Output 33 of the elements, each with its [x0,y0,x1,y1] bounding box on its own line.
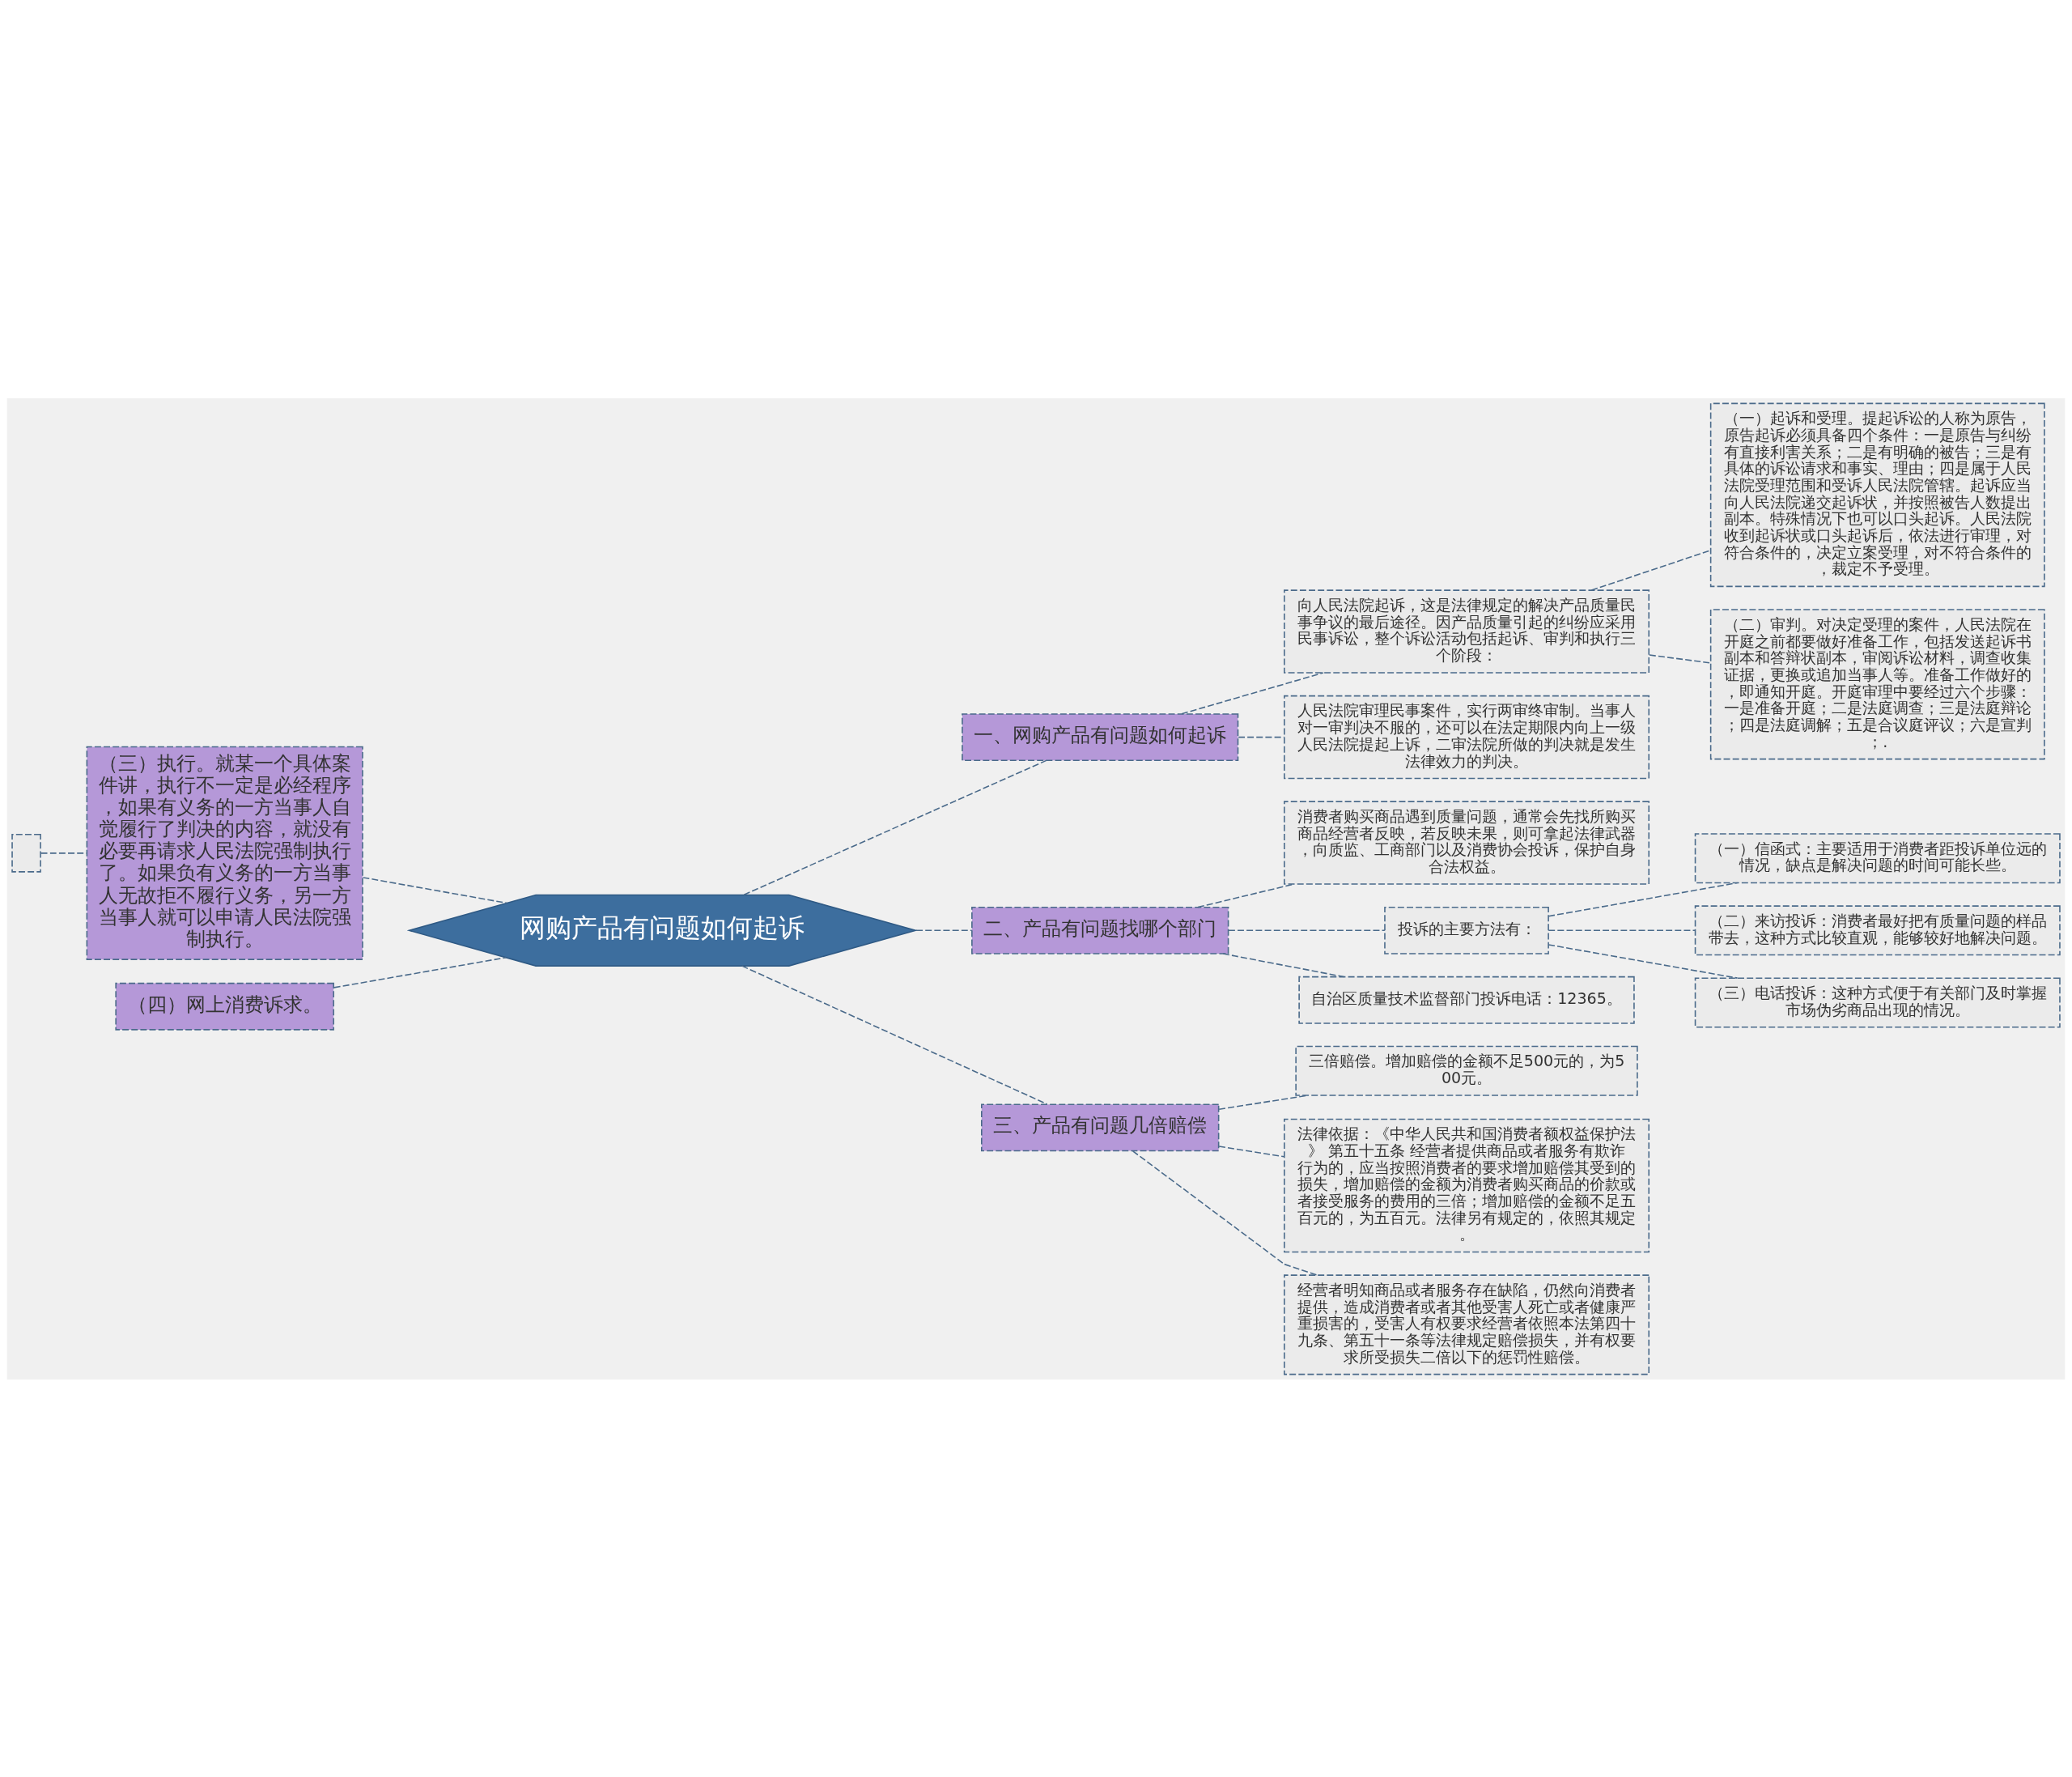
connector [1181,671,1324,715]
node-box: 消费者购买商品遇到质量问题，通常会先找所购买商品经营者反映，若反映未果，则可拿起法律武器，向质监、工商部门以及消费协会投诉，保护自身合法权益。 [1284,800,1650,885]
node-box: 一、网购产品有问题如何起诉 [962,712,1239,761]
node-box: （二）来访投诉：消费者最好把有质量问题的样品带去，这种方式比较直观，能够较好地解决问题。 [1694,904,2061,955]
connector [1649,653,1711,664]
node-box [11,833,41,873]
connector [1218,1145,1285,1158]
node-box: 人民法院审理民事案件，实行两审终审制。当事人对一审判决不服的，还可以在法定期限内向上一级人民法院提起上诉，二审法院所做的判决就是发生法律效力的判决。 [1284,695,1650,779]
connector [915,929,973,931]
node-box: 自治区质量技术监督部门投诉电话：12365。 [1298,976,1635,1024]
connector [40,852,87,854]
node-box: （一）信函式：主要适用于消费者距投诉单位远的情况，缺点是解决问题的时间可能长些。 [1694,832,2061,883]
node-box: 法律依据：《中华人民共和国消费者额权益保护法》 第五十五条 经营者提供商品或者服务有欺诈行为的，应当按照消费者的要求增加赔偿其受到的损失，增加赔偿的金额为消费者购买商品的价款或者接受服务的费用的三倍；增加赔偿的金额不足五百元的，为五百元。法律另有规定的，依照其规定。 [1284,1118,1650,1252]
node-box: 经营者明知商品或者服务存在缺陷，仍然向消费者提供，造成消费者或者其他受害人死亡或者健康严重损害的，受害人有权要求经营者依照本法第四十九条、第五十一条等法律规定赔偿损失，并有权要求所受损失二倍以下的惩罚性赔偿。 [1284,1273,1650,1375]
node-box: （三）执行。就某一个具体案件讲，执行不一定是必经程序，如果有义务的一方当事人自觉履行了判决的内容，就没有必要再请求人民法院强制执行了。如果负有义务的一方当事人无故拒不履行义务，另一方当事人就可以申请人民法院强制执行。 [86,746,363,960]
node-box: （三）电话投诉：这种方式便于有关部门及时掌握市场伪劣商品出现的情况。 [1694,976,2061,1027]
node-box: 三倍赔偿。增加赔偿的金额不足500元的，为500元。 [1295,1045,1638,1096]
connector [741,964,1048,1105]
connector [1228,929,1386,931]
node-box: 二、产品有问题找哪个部门 [971,906,1229,954]
connector [333,956,507,988]
node-box: 投诉的主要方法有： [1384,906,1549,954]
node-box: （四）网上消费诉求。 [115,982,334,1031]
connector [1548,929,1696,931]
node-box: 向人民法院起诉，这是法律规定的解决产品质量民事争议的最后途径。因产品质量引起的纠纷应采用民事诉讼，整个诉讼活动包括起诉、审判和执行三个阶段： [1284,589,1650,674]
node-box: 三、产品有问题几倍赔偿 [981,1103,1220,1151]
connector [1222,952,1345,977]
connector [743,759,1047,895]
connector [1548,882,1739,917]
connector [1132,1150,1318,1276]
node-box: （一）起诉和受理。提起诉讼的人称为原告，原告起诉必须具备四个条件：一是原告与纠纷有直接利害关系；二是有明确的被告；三是有具体的诉讼请求和事实、理由；四是属于人民法院受理范围和受诉人民法院管辖。起诉应当向人民法院递交起诉状，并按照被告人数提出副本。特殊情况下也可以口头起诉。人民法院收到起诉状或口头起诉后，依法进行审理，对符合条件的，决定立案受理，对不符合条件的，裁定不予受理。 [1709,402,2045,587]
connector [362,876,508,903]
node-box: （二）审判。对决定受理的案件，人民法院在开庭之前都要做好准备工作，包括发送起诉书副本和答辩状副本，审阅诉讼材料，调查收集证据，更换或追加当事人等。准备工作做好的，即通知开庭。开庭审理中要经过六个步骤：一是准备开庭；二是法庭调查；三是法庭辩论；四是法庭调解；五是合议庭评议；六是宣判；. [1709,608,2045,759]
